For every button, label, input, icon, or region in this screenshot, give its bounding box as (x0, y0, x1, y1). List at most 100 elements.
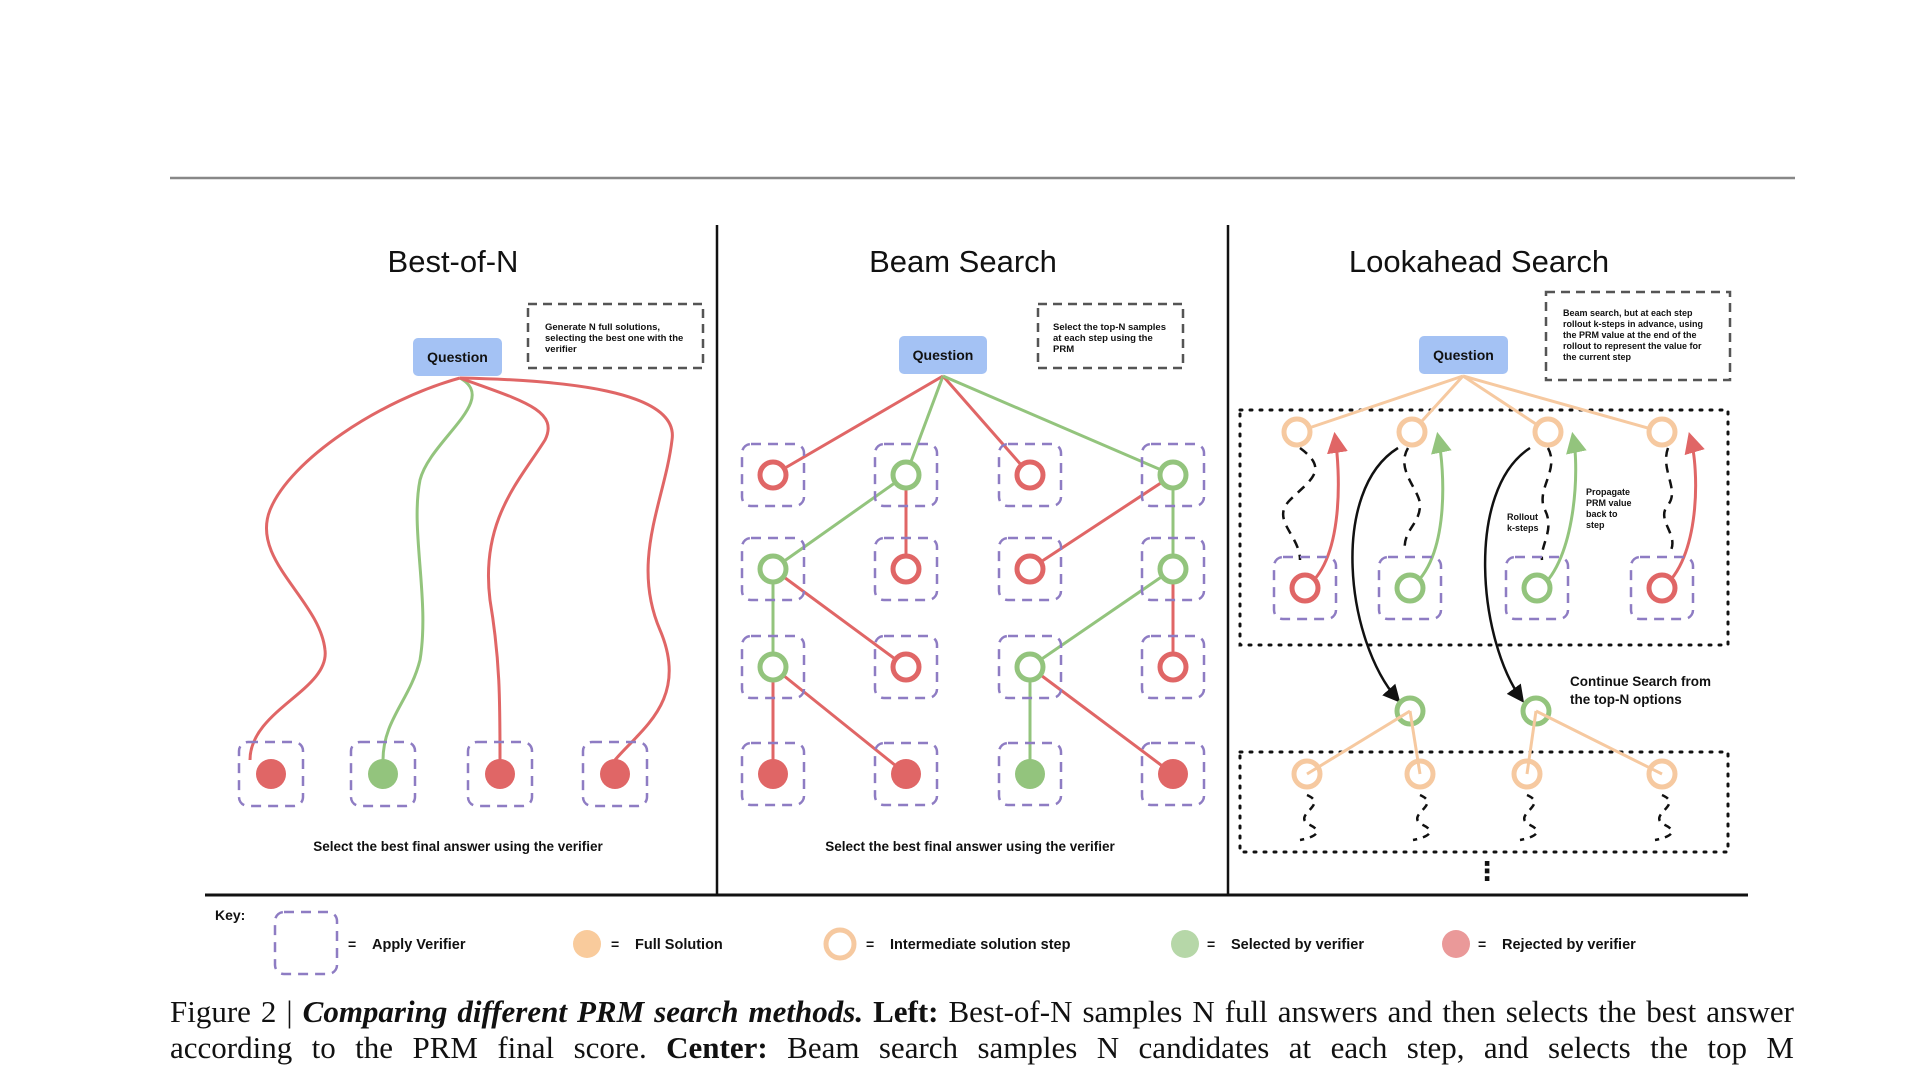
verifier-box (581, 740, 649, 808)
legend-label: Full Solution (635, 937, 723, 953)
continuation-squiggle (1299, 793, 1319, 842)
caption-left-text: Best-of-N samples N full answers and the… (170, 994, 1794, 1065)
continuation-region (1238, 750, 1730, 854)
verifier-box (997, 741, 1063, 807)
selected-step-node (890, 459, 922, 491)
intermediate-step-node (1396, 416, 1428, 448)
edge-green (904, 375, 945, 476)
verifier-box (997, 634, 1063, 700)
edge-green (1029, 567, 1174, 669)
path-red-3 (459, 376, 674, 761)
rejected-step-node (757, 459, 789, 491)
selected-step-node (757, 553, 789, 585)
rejected-step-node (1014, 553, 1046, 585)
selected-step-node (1014, 651, 1046, 683)
edge-red (772, 374, 944, 477)
continue-arrow (1483, 446, 1531, 703)
edge-green (942, 374, 1174, 477)
verifier-box (873, 741, 939, 807)
vertical-ellipsis: ⋮ (1474, 857, 1500, 887)
verifier-box (1629, 555, 1695, 621)
rejected-step-node (890, 553, 922, 585)
propagate-arrow-green (1409, 431, 1452, 590)
legend-label: Selected by verifier (1231, 937, 1364, 953)
legend-equals: = (1207, 936, 1215, 952)
question-label: Question (913, 347, 974, 363)
bottom-label: Select the best final answer using the v… (313, 839, 603, 854)
verifier-box (1504, 555, 1570, 621)
legend-verifier-box-symbol (273, 910, 339, 976)
panel-title: Beam Search (869, 244, 1057, 279)
edge-orange (1535, 709, 1663, 776)
selected-step-node (1394, 572, 1426, 604)
edge-orange (1525, 710, 1538, 775)
verifier-box (873, 442, 939, 508)
path-green (381, 376, 474, 761)
rejected-node (758, 759, 788, 789)
lookahead-region (1238, 408, 1730, 647)
bottom-label: Select the best final answer using the v… (825, 839, 1115, 854)
rejected-step-node (890, 651, 922, 683)
verifier-box (1140, 442, 1206, 508)
legend-equals: = (866, 936, 874, 952)
continue-arrow (1351, 446, 1401, 703)
legend-label: Apply Verifier (372, 937, 466, 953)
rollout-path (1540, 447, 1553, 561)
selected-step-node (757, 651, 789, 683)
verifier-box (237, 740, 305, 808)
edge-orange (1462, 374, 1663, 434)
intermediate-step-node (1281, 416, 1313, 448)
legend-selected-symbol (1171, 930, 1199, 958)
rollout-label: Rollout k-steps (1507, 512, 1541, 533)
question-node (899, 336, 987, 374)
verifier-box (1377, 555, 1443, 621)
lookahead-nodes (1272, 416, 1695, 790)
edge-orange (1296, 374, 1464, 434)
rejected-node (1158, 759, 1188, 789)
rejected-node (485, 759, 515, 789)
question-node (413, 338, 502, 376)
selected-step-node (1157, 553, 1189, 585)
propagate-label: Propagate PRM value back to step (1586, 487, 1634, 530)
panel-title: Lookahead Search (1349, 244, 1609, 279)
verifier-box (1140, 536, 1206, 602)
verifier-box (466, 740, 534, 808)
panel-beam-search: Beam Search Select the top-N samples at … (740, 244, 1206, 854)
panel-lookahead-search: Lookahead Search Beam search, but at eac… (1238, 244, 1732, 887)
intermediate-step-node (1646, 416, 1678, 448)
selected-node (368, 759, 398, 789)
edge-red (772, 567, 907, 669)
verifier-box (873, 536, 939, 602)
verifier-box (997, 442, 1063, 508)
edge-red (941, 375, 1032, 476)
legend-label: Intermediate solution step (890, 937, 1071, 953)
question-label: Question (427, 349, 488, 365)
selected-node (1015, 759, 1045, 789)
selected-step-node (1157, 459, 1189, 491)
edge-red (772, 665, 907, 776)
verifier-box (873, 634, 939, 700)
figure-title: Comparing different PRM search methods. (302, 994, 864, 1029)
rollout-path (1662, 447, 1674, 553)
verifier-box (1140, 741, 1206, 807)
verifier-box (740, 536, 806, 602)
verifier-box (1272, 555, 1338, 621)
panel-best-of-n: Best-of-N Generate N full solutions, sel… (237, 244, 705, 854)
rejected-node (600, 759, 630, 789)
continue-label: Continue Search from the top-N options (1570, 674, 1715, 707)
verifier-box (740, 634, 806, 700)
legend-title: Key: (215, 907, 245, 923)
note-text: Beam search, but at each step rollout k-… (1563, 308, 1706, 362)
legend-equals: = (348, 936, 356, 952)
beam-grid (740, 442, 1206, 807)
rejected-node (891, 759, 921, 789)
figure-diagram: Best-of-N Generate N full solutions, sel… (170, 176, 1795, 976)
legend: Key: = Apply Verifier = Full Solution = … (215, 907, 1636, 976)
figure-caption: Figure 2 | Comparing different PRM searc… (170, 994, 1794, 1066)
caption-left-label: Left: (873, 994, 939, 1029)
verifier-box (349, 740, 417, 808)
legend-intermediate-step-symbol (823, 927, 857, 961)
legend-rejected-symbol (1442, 930, 1470, 958)
edge-orange (1306, 709, 1411, 776)
edge-orange (1408, 710, 1422, 775)
